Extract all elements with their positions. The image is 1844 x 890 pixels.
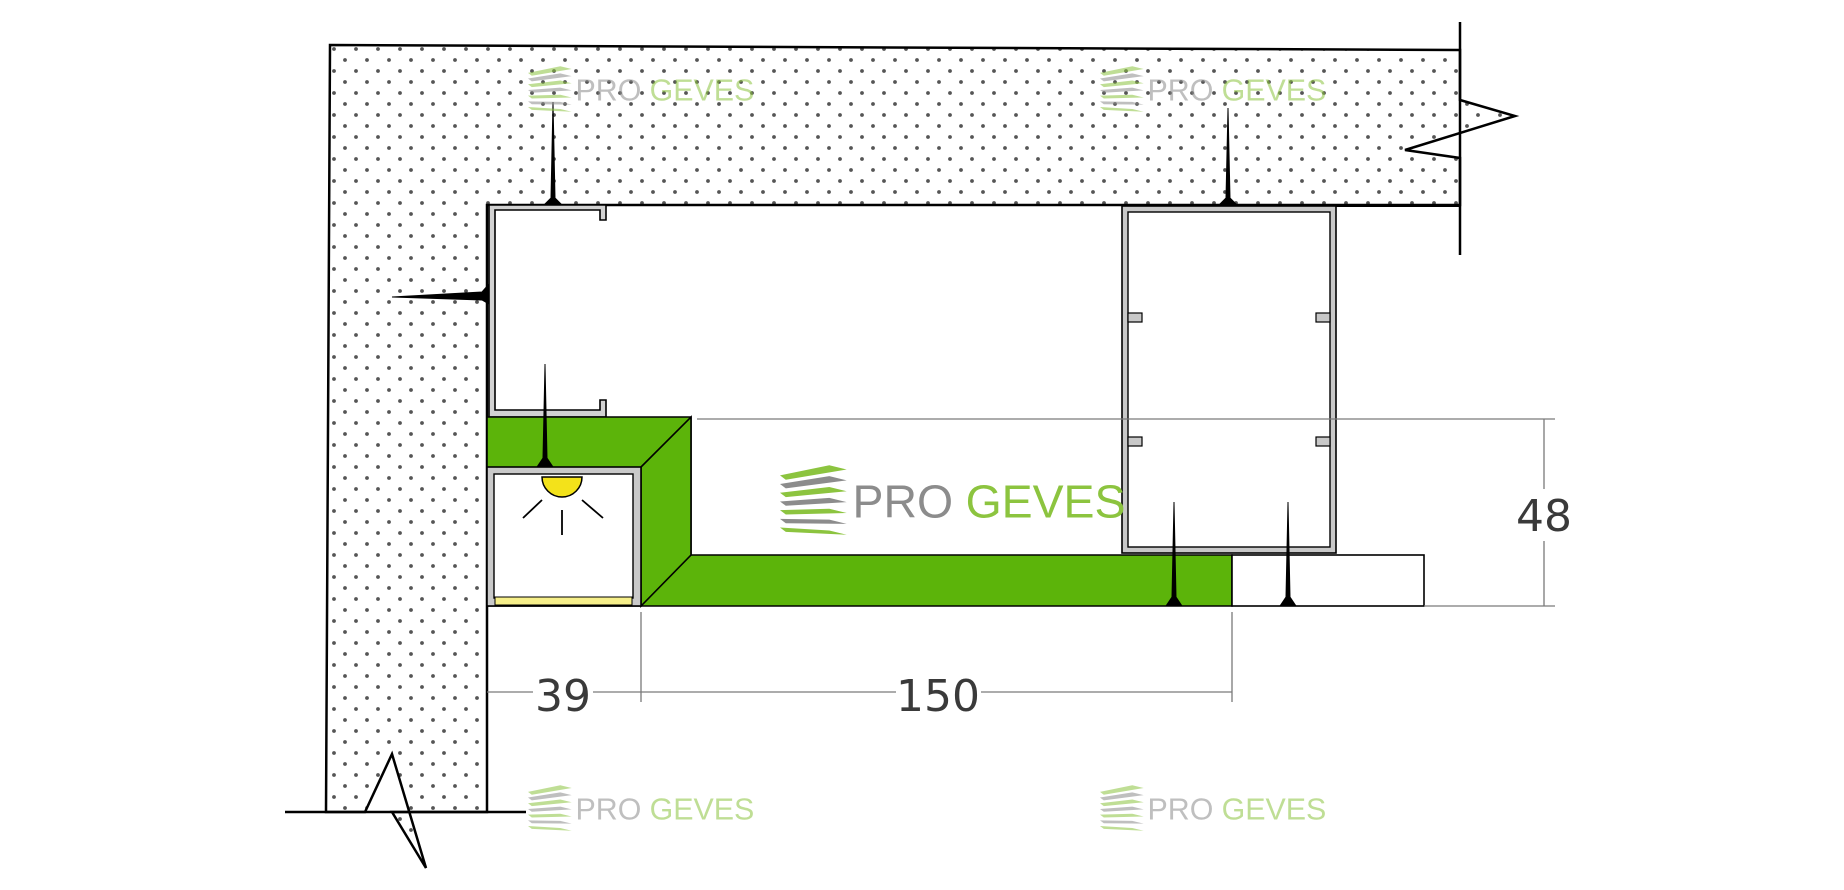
progeves-logo-icon: [528, 785, 572, 831]
brand-pro-text: PRO: [576, 73, 642, 107]
brand-pro-text: PRO: [576, 792, 642, 826]
brand-geves-text: GEVES: [650, 73, 755, 107]
progeves-logo-icon: [1100, 66, 1144, 112]
dimension-48-label: 48: [1516, 491, 1572, 542]
brand-geves-text: GEVES: [966, 475, 1126, 527]
anchor-icon: [391, 101, 1297, 607]
light-icon: [522, 476, 604, 535]
end-profile-right: [1231, 554, 1425, 607]
brand-geves-text: GEVES: [650, 792, 755, 826]
mounting-profile-upper: [488, 204, 607, 418]
mounting-profile-right: [1121, 205, 1460, 554]
brand-pro-text: PRO: [1148, 792, 1214, 826]
dimension-150-label: 150: [896, 671, 980, 722]
progeves-logo-icon: [1100, 785, 1144, 831]
brand-geves-text: GEVES: [1222, 792, 1327, 826]
brand-pro-text: PRO: [1148, 73, 1214, 107]
dimension-lines: [487, 419, 1545, 702]
progeves-logo-icon: [528, 66, 572, 112]
brand-geves-text: GEVES: [1222, 73, 1327, 107]
dimension-39-label: 39: [535, 671, 591, 722]
brand-pro-text: PRO: [853, 475, 954, 527]
led-strip: [494, 596, 633, 606]
progeves-logo-icon: [780, 465, 847, 535]
concrete-ceiling-wall: [324, 43, 1520, 869]
